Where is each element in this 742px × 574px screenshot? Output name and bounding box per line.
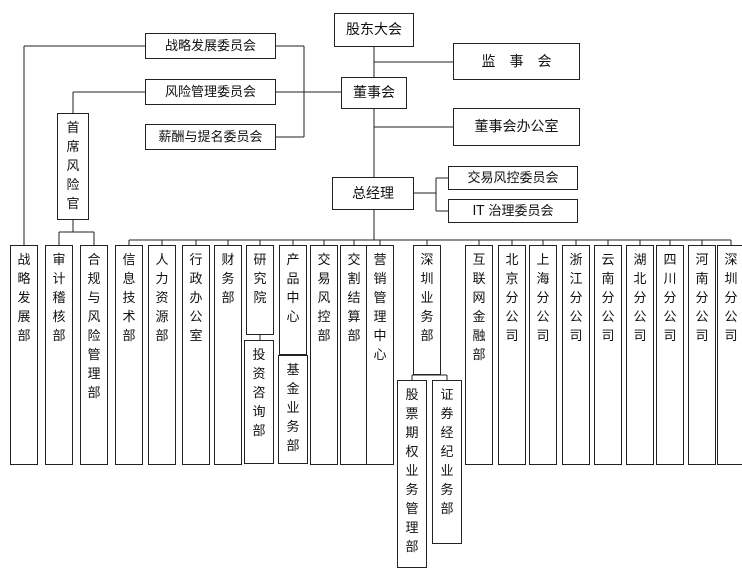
node-chief-risk-officer: 首席风险官 [57,113,89,220]
node-fund-business: 基金业务部 [278,355,308,464]
dept-research-institute: 研究院 [246,245,274,335]
dept-compliance-risk-label: 合规与风险管理部 [87,253,101,401]
branch-shenzhen: 深圳分公司 [717,245,742,465]
node-board-office: 董事会办公室 [453,108,580,146]
dept-product-center-label: 产品中心 [286,253,300,325]
branch-henan: 河南分公司 [688,245,716,465]
node-shareholders-meeting: 股东大会 [334,13,414,47]
node-investment-consulting-label: 投资咨询部 [252,348,266,439]
branch-beijing-label: 北京分公司 [505,253,519,344]
dept-finance-label: 财务部 [221,253,235,306]
branch-zhejiang: 浙江分公司 [562,245,590,465]
branch-shenzhen-label: 深圳分公司 [724,253,738,344]
node-fund-business-label: 基金业务部 [286,363,300,454]
node-stock-options: 股票期权业务管理部 [397,380,427,568]
dept-audit-label: 审计稽核部 [52,253,66,344]
branch-shanghai-label: 上海分公司 [536,253,550,344]
dept-strategy-development: 战略发展部 [10,245,38,465]
node-board-of-directors: 董事会 [341,77,407,109]
branch-yunnan: 云南分公司 [594,245,622,465]
node-compensation-committee: 薪酬与提名委员会 [145,124,276,150]
dept-trading-risk-control: 交易风控部 [310,245,338,465]
dept-shenzhen-business-label: 深圳业务部 [420,253,434,344]
branch-zhejiang-label: 浙江分公司 [569,253,583,344]
dept-marketing-center-label: 营销管理中心 [373,253,387,363]
branch-henan-label: 河南分公司 [695,253,709,344]
node-stock-options-label: 股票期权业务管理部 [405,388,419,555]
node-supervisory-board: 监 事 会 [453,43,580,80]
node-risk-committee: 风险管理委员会 [145,79,276,105]
node-investment-consulting: 投资咨询部 [244,340,274,464]
dept-it: 信息技术部 [115,245,143,465]
dept-clearing-settlement-label: 交割结算部 [347,253,361,344]
branch-sichuan: 四川分公司 [656,245,684,465]
node-strategy-committee: 战略发展委员会 [145,33,276,59]
branch-hubei: 湖北分公司 [626,245,654,465]
dept-product-center: 产品中心 [279,245,307,355]
branch-sichuan-label: 四川分公司 [663,253,677,344]
branch-beijing: 北京分公司 [498,245,526,465]
dept-finance: 财务部 [214,245,242,465]
branch-yunnan-label: 云南分公司 [601,253,615,344]
node-securities-brokerage: 证券经纪业务部 [432,380,462,544]
node-chief-risk-officer-label: 首席风险官 [66,121,80,212]
node-general-manager: 总经理 [332,177,414,210]
dept-admin-office-label: 行政办公室 [189,253,203,344]
branch-shanghai: 上海分公司 [529,245,557,465]
dept-marketing-center: 营销管理中心 [366,245,394,465]
dept-it-label: 信息技术部 [122,253,136,344]
node-trading-risk-committee: 交易风控委员会 [448,166,578,190]
dept-internet-finance-label: 互联网金融部 [472,253,486,363]
dept-admin-office: 行政办公室 [182,245,210,465]
branch-hubei-label: 湖北分公司 [633,253,647,344]
dept-compliance-risk: 合规与风险管理部 [80,245,108,465]
dept-internet-finance: 互联网金融部 [465,245,493,465]
node-it-governance-committee: IT 治理委员会 [448,199,578,223]
dept-trading-risk-control-label: 交易风控部 [317,253,331,344]
dept-clearing-settlement: 交割结算部 [340,245,368,465]
dept-hr-label: 人力资源部 [155,253,169,344]
dept-hr: 人力资源部 [148,245,176,465]
dept-research-institute-label: 研究院 [253,253,267,306]
dept-audit: 审计稽核部 [45,245,73,465]
dept-shenzhen-business: 深圳业务部 [413,245,441,375]
node-securities-brokerage-label: 证券经纪业务部 [440,388,454,517]
dept-strategy-development-label: 战略发展部 [17,253,31,344]
